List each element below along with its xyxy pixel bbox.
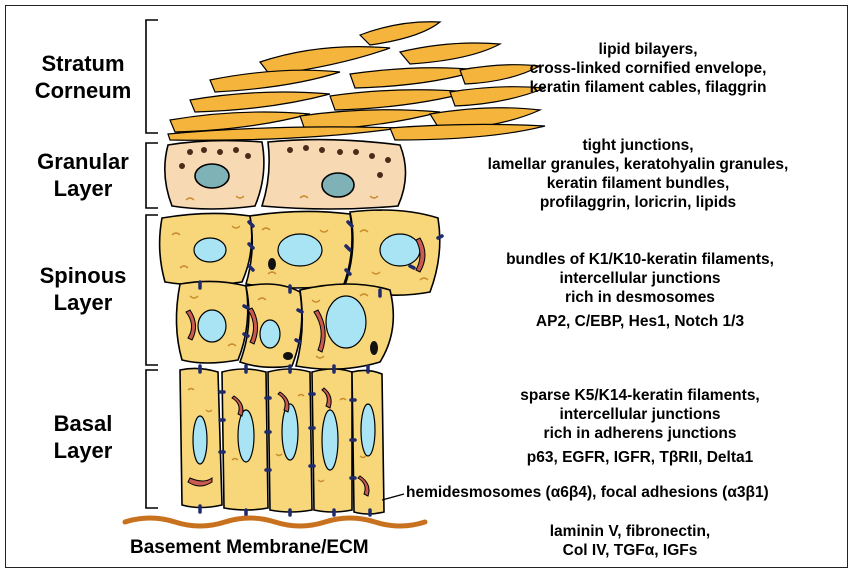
desc-spinous-layer: bundles of K1/K10-keratin filaments, int… — [460, 250, 820, 331]
adhesion-label: hemidesmosomes (α6β4), focal adhesions (… — [406, 484, 769, 502]
desc-basal-layer: sparse K5/K14-keratin filaments, interce… — [460, 386, 820, 467]
desc-granular-layer: tight junctions, lamellar granules, kera… — [458, 136, 818, 212]
desc-line: laminin V, fibronectin, — [480, 522, 780, 541]
label-line: Granular — [8, 148, 158, 175]
desc-basement-membrane: laminin V, fibronectin, Col IV, TGFα, IG… — [480, 522, 780, 560]
adhesion-pointer — [382, 494, 404, 500]
desc-line: cross-linked cornified envelope, — [468, 59, 828, 78]
label-line: Layer — [8, 289, 158, 316]
label-line: Stratum — [8, 50, 158, 77]
desc-line: profilaggrin, loricrin, lipids — [458, 193, 818, 212]
desc-line: tight junctions, — [458, 136, 818, 155]
basement-membrane-label: Basement Membrane/ECM — [130, 537, 369, 559]
desc-stratum-corneum: lipid bilayers, cross-linked cornified e… — [468, 40, 828, 97]
desc-line: lipid bilayers, — [468, 40, 828, 59]
label-line: Basal — [8, 410, 158, 437]
desc-line: sparse K5/K14-keratin filaments, — [460, 386, 820, 405]
desc-line: rich in adherens junctions — [460, 424, 820, 443]
label-line: Layer — [8, 437, 158, 464]
label-granular-layer: Granular Layer — [8, 148, 158, 202]
desc-line: lamellar granules, keratohyalin granules… — [458, 155, 818, 174]
desc-line: keratin filament cables, filaggrin — [468, 78, 828, 97]
desc-line: AP2, C/EBP, Hes1, Notch 1/3 — [460, 312, 820, 331]
desc-line: Col IV, TGFα, IGFs — [480, 541, 780, 560]
basement-membrane — [125, 518, 425, 526]
desc-line: bundles of K1/K10-keratin filaments, — [460, 250, 820, 269]
granular-cells — [165, 140, 406, 209]
desc-line: rich in desmosomes — [460, 288, 820, 307]
desc-line: intercellular junctions — [460, 269, 820, 288]
label-spinous-layer: Spinous Layer — [8, 262, 158, 316]
label-basal-layer: Basal Layer — [8, 410, 158, 464]
label-stratum-corneum: Stratum Corneum — [8, 50, 158, 104]
label-line: Layer — [8, 175, 158, 202]
label-line: Spinous — [8, 262, 158, 289]
desc-line: keratin filament bundles, — [458, 174, 818, 193]
desc-line: p63, EGFR, IGFR, TβRII, Delta1 — [460, 448, 820, 467]
label-line: Corneum — [8, 77, 158, 104]
desc-line: intercellular junctions — [460, 405, 820, 424]
